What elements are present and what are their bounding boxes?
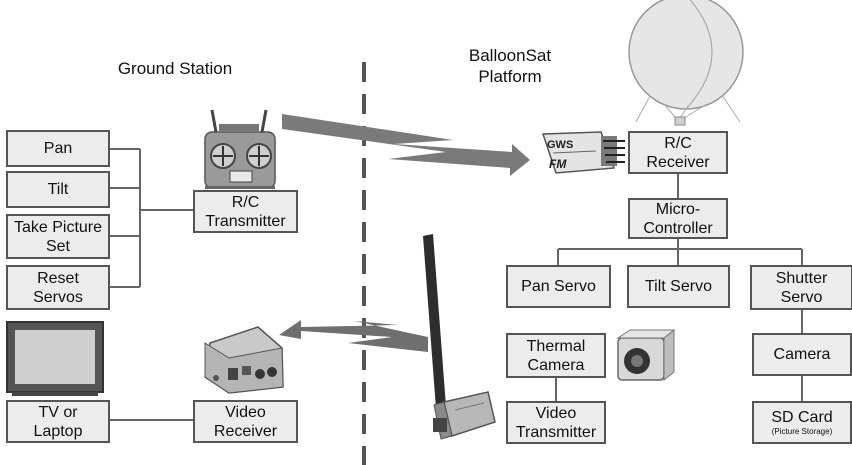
thermal-camera-illustration [616,328,676,382]
tilt-control-box: Tilt [6,171,110,208]
rc-receiver-box: R/C Receiver [628,131,728,174]
receiver-brand-label: GWS [547,139,573,151]
video-transmitter-illustration [423,234,496,440]
tv-or-laptop-box: TV or Laptop [6,400,110,443]
video-transmitter-box: Video Transmitter [506,401,606,444]
ground-connectors [110,148,193,421]
shutter-servo-box: Shutter Servo [750,265,852,310]
tv-monitor-illustration [6,321,104,396]
microcontroller-box: Micro- Controller [628,198,728,239]
sd-card-box: SD Card (Picture Storage) [752,401,852,444]
receiver-band-label: FM [549,157,567,171]
rc-transmitter-illustration [204,109,276,189]
rc-receiver-module-illustration: GWS FM [541,131,625,174]
take-picture-set-box: Take Picture Set [6,214,110,259]
video-receiver-box: Video Receiver [193,400,298,443]
uplink-arrow [282,114,530,176]
reset-servos-box: Reset Servos [6,265,110,310]
platform-connectors [555,174,803,401]
ground-station-heading: Ground Station [117,59,233,78]
tilt-servo-box: Tilt Servo [627,265,730,308]
video-receiver-illustration [204,326,284,394]
downlink-arrow [279,320,428,352]
sd-card-label: SD Card [771,409,833,426]
platform-heading: BalloonSat Platform [468,46,552,86]
thermal-camera-box: Thermal Camera [506,333,606,378]
camera-box: Camera [752,333,852,376]
balloon-illustration [628,0,744,126]
rc-transmitter-box: R/C Transmitter [193,190,298,233]
pan-servo-box: Pan Servo [506,265,611,308]
pan-control-box: Pan [6,130,110,167]
sd-card-note: (Picture Storage) [771,427,833,436]
